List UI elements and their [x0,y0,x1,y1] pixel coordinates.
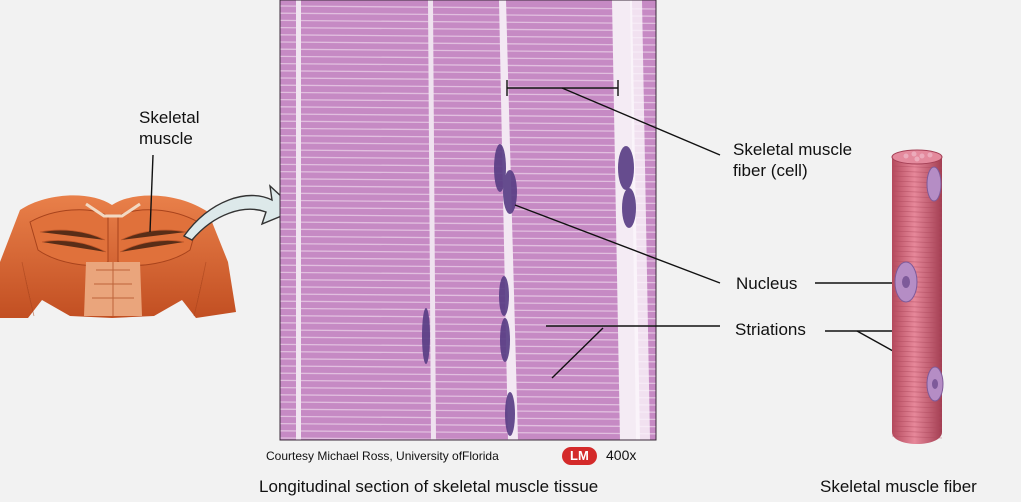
nucleus-label: Nucleus [736,273,797,294]
skeletal-muscle-label-line1: Skeletal [139,107,199,128]
striations-label: Striations [735,319,806,340]
fiber-cell-label-line1: Skeletal muscle [733,139,852,160]
micrograph-credit: Courtesy Michael Ross, University ofFlor… [266,449,499,463]
skeletal-muscle-label: Skeletal muscle [139,107,199,149]
fiber-cell-label-line2: fiber (cell) [733,160,852,181]
skeletal-muscle-label-line2: muscle [139,128,199,149]
fiber-cell-label: Skeletal muscle fiber (cell) [733,139,852,181]
magnification: 400x [606,447,636,463]
torso-muscle-illustration [0,195,236,318]
muscle-fiber-illustration [892,150,943,444]
lm-badge: LM [562,447,597,465]
fiber-caption: Skeletal muscle fiber [820,477,977,497]
micrograph-caption: Longitudinal section of skeletal muscle … [259,477,598,497]
micrograph [280,0,656,441]
